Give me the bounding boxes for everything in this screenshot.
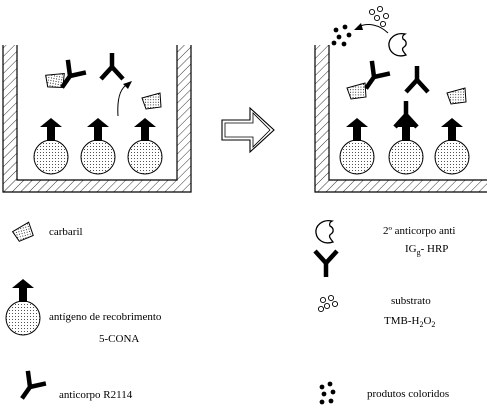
substrate-o: O <box>423 315 432 327</box>
process-arrow <box>221 106 275 154</box>
secondary-hrp: - HRP <box>420 243 449 255</box>
substrate-sub-1: 2 <box>419 320 424 330</box>
legend-antibody-label: anticorpo R2114 <box>59 389 133 401</box>
legend-colored-products-icon <box>319 381 336 405</box>
well-right-antigens <box>339 117 470 175</box>
well-right-secondary-antibody <box>388 33 428 92</box>
legend-substrate-icon <box>317 294 339 313</box>
well-right-substrate <box>368 5 390 28</box>
well-left <box>2 45 192 193</box>
legend-secondary-antibody-label-2: IGg- HRP <box>405 243 448 259</box>
reaction-arrow <box>354 23 389 34</box>
legend-secondary-antibody-icon <box>315 220 337 277</box>
legend-antigen-label-2: 5-CONA <box>99 333 140 345</box>
legend-colored-products-label: produtos coloridos <box>367 388 450 400</box>
well-left-antigens <box>33 117 163 175</box>
legend-secondary-antibody-label: 2º anticorpo anti <box>383 225 456 237</box>
secondary-ig: IG <box>405 243 417 255</box>
legend-antibody-icon <box>13 371 46 405</box>
substrate-tmb: TMB-H <box>384 315 420 327</box>
legend-antigen-label: antígeno de recobrimento <box>49 311 162 323</box>
legend-substrate-label-2: TMB-H2O2 <box>384 315 435 331</box>
legend-carbaryl-icon <box>10 221 35 243</box>
substrate-sub-2: 2 <box>431 320 436 330</box>
well-right-colored-products <box>331 24 352 47</box>
secondary-ig-sub: g <box>416 248 421 258</box>
legend-antigen-icon <box>5 278 41 336</box>
legend-carbaryl-label: carbaril <box>49 226 83 238</box>
binding-arrow <box>117 81 132 117</box>
well-right <box>314 45 487 193</box>
legend-substrate-label: substrato <box>391 295 431 307</box>
